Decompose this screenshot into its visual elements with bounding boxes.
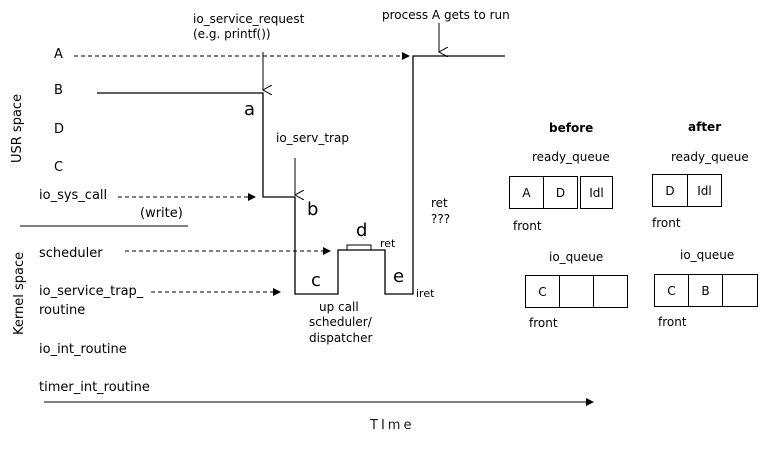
dispatcher-ret-label: ret bbox=[380, 237, 396, 250]
unknown-label: ??? bbox=[431, 212, 451, 226]
user-space-label: USR space bbox=[10, 93, 25, 163]
row-process-a: A bbox=[54, 47, 63, 62]
queue-cell: C bbox=[654, 274, 689, 307]
row-process-d: D bbox=[54, 122, 65, 137]
before-ready-front-label: front bbox=[513, 219, 542, 233]
queue-cell: Idl bbox=[580, 176, 613, 209]
row-io-int-routine: io_int_routine bbox=[39, 342, 127, 357]
up-call-label: up call bbox=[319, 300, 359, 314]
io-service-request-label: io_service_request bbox=[193, 12, 305, 26]
after-io-queue-label: io_queue bbox=[680, 248, 735, 262]
queue-cell: Idl bbox=[687, 174, 722, 207]
execution-path bbox=[97, 55, 505, 295]
queue-cell: C bbox=[525, 275, 560, 308]
before-io-front-label: front bbox=[529, 316, 558, 330]
after-ready-front-label: front bbox=[652, 216, 681, 230]
after-ready-queue: D Idl bbox=[652, 174, 722, 207]
step-d-label: d bbox=[356, 220, 368, 241]
queue-cell: A bbox=[509, 176, 544, 209]
row-io-service-trap: io_service_trap_ bbox=[39, 284, 144, 299]
scheduler-dispatcher-label-1: scheduler/ bbox=[309, 315, 372, 329]
row-process-c: C bbox=[54, 160, 64, 175]
queue-cell: D bbox=[652, 174, 688, 207]
before-io-queue-label: io_queue bbox=[549, 250, 604, 264]
kernel-space-label: Kernel space bbox=[12, 251, 27, 335]
queue-cell bbox=[559, 275, 594, 308]
after-io-front-label: front bbox=[658, 315, 687, 329]
queue-cell bbox=[722, 274, 758, 307]
step-e-label: e bbox=[393, 266, 405, 287]
row-process-b: B bbox=[54, 83, 63, 98]
after-title: after bbox=[688, 120, 722, 134]
scheduler-dispatcher-label-2: dispatcher bbox=[309, 331, 373, 345]
before-title: before bbox=[549, 121, 594, 135]
before-ready-queue-label: ready_queue bbox=[532, 150, 610, 164]
row-scheduler: scheduler bbox=[39, 246, 103, 261]
io-serv-trap-label: io_serv_trap bbox=[276, 131, 349, 145]
row-io-sys-call: io_sys_call bbox=[39, 188, 108, 203]
queue-cell: B bbox=[688, 274, 723, 307]
queue-cell: D bbox=[543, 176, 578, 209]
queue-cell bbox=[593, 275, 628, 308]
row-io-service-trap-cont: routine bbox=[39, 303, 86, 318]
after-io-queue: C B bbox=[654, 274, 758, 307]
step-c-label: c bbox=[311, 270, 321, 291]
ret-label: ret bbox=[431, 196, 448, 210]
io-service-request-example: (e.g. printf()) bbox=[193, 27, 271, 41]
dispatcher-box bbox=[346, 244, 372, 251]
row-timer-int-routine: timer_int_routine bbox=[39, 380, 150, 395]
write-label: (write) bbox=[140, 206, 183, 221]
iret-label: iret bbox=[416, 287, 435, 300]
time-axis-label: TIme bbox=[370, 418, 415, 433]
step-a-label: a bbox=[244, 99, 256, 120]
after-ready-queue-label: ready_queue bbox=[671, 150, 749, 164]
before-io-queue: C bbox=[525, 275, 628, 308]
process-a-runs-label: process A gets to run bbox=[382, 8, 510, 22]
before-ready-queue: A D Idl bbox=[509, 176, 613, 209]
step-b-label: b bbox=[307, 199, 319, 220]
